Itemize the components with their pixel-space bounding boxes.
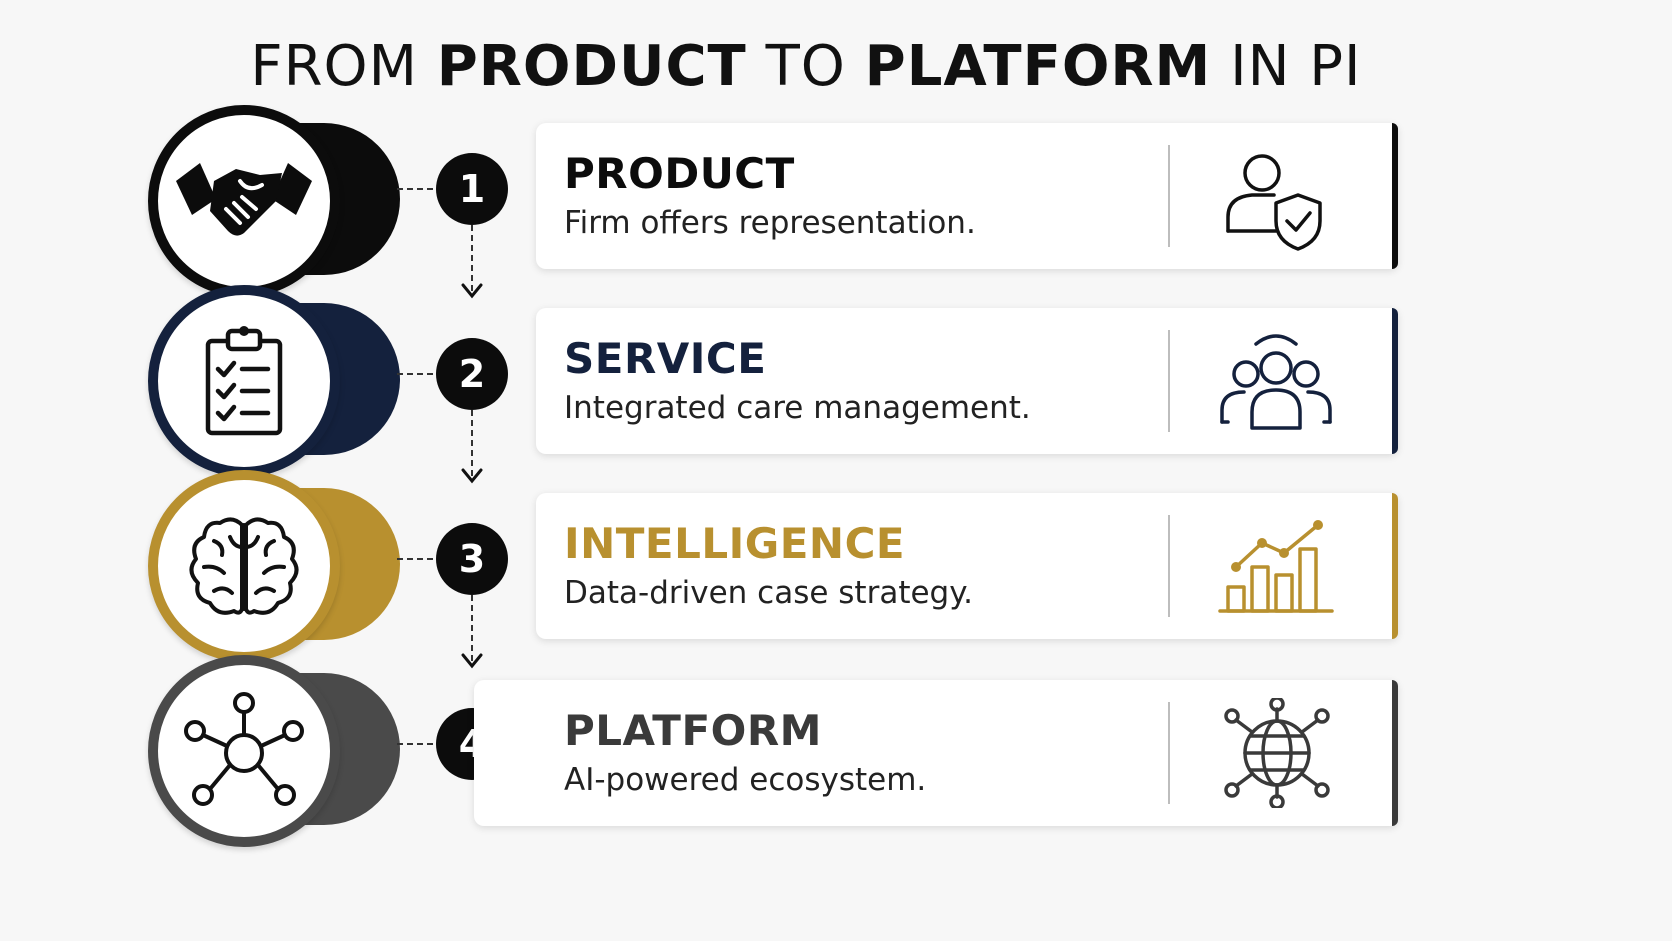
title-part-5: IN PI — [1211, 34, 1362, 99]
stage-3-description: Data-driven case strategy. — [564, 575, 974, 611]
stage-3-heading: INTELLIGENCE — [564, 519, 906, 568]
stage-3-circle — [148, 470, 340, 662]
stage-2-heading: SERVICE — [564, 334, 767, 383]
stage-2-description: Integrated care management. — [564, 390, 1031, 426]
stage-1-divider — [1168, 145, 1170, 247]
connector-arrow-2-3 — [471, 410, 473, 476]
stage-4-card: PLATFORM AI-powered ecosystem. — [474, 680, 1398, 826]
stage-3-divider — [1168, 515, 1170, 617]
arrowhead-2-3 — [461, 468, 483, 484]
title-part-1: FROM — [250, 34, 437, 99]
stage-1-circle — [148, 105, 340, 297]
network-hub-icon — [184, 692, 304, 806]
stage-2-circle — [148, 285, 340, 477]
stage-1-accent — [1392, 123, 1398, 269]
connector-arrow-3-4 — [471, 595, 473, 661]
handshake-icon — [176, 163, 312, 236]
stage-4-circle — [148, 655, 340, 847]
stage-1-number: 1 — [436, 153, 508, 225]
clipboard-checklist-icon — [205, 326, 283, 436]
title-part-2: PRODUCT — [436, 34, 747, 99]
connector-arrow-1-2 — [471, 225, 473, 291]
stage-4-connector — [397, 743, 443, 745]
globe-network-icon — [1224, 698, 1330, 808]
stage-3-card: INTELLIGENCE Data-driven case strategy. — [536, 493, 1398, 639]
stage-3-connector — [397, 558, 443, 560]
page-title: FROM PRODUCT TO PLATFORM IN PI — [0, 34, 1612, 99]
arrowhead-3-4 — [461, 653, 483, 669]
stage-1-connector — [397, 188, 443, 190]
stage-4-divider — [1168, 702, 1170, 804]
stage-1-description: Firm offers representation. — [564, 205, 976, 241]
brain-icon — [189, 517, 299, 615]
stage-4-description: AI-powered ecosystem. — [564, 762, 927, 798]
stage-3-accent — [1392, 493, 1398, 639]
stage-3-number: 3 — [436, 523, 508, 595]
stage-1-heading: PRODUCT — [564, 149, 795, 198]
stage-2-accent — [1392, 308, 1398, 454]
stage-4-accent — [1392, 680, 1398, 826]
title-part-3: TO — [746, 34, 865, 99]
stage-2-number: 2 — [436, 338, 508, 410]
stage-2-connector — [397, 373, 443, 375]
user-shield-icon — [1226, 154, 1322, 251]
title-part-4: PLATFORM — [864, 34, 1212, 99]
stage-4-heading: PLATFORM — [564, 706, 822, 755]
arrowhead-1-2 — [461, 283, 483, 299]
stage-1-card: PRODUCT Firm offers representation. — [536, 123, 1398, 269]
stage-2-divider — [1168, 330, 1170, 432]
stage-2-card: SERVICE Integrated care management. — [536, 308, 1398, 454]
growth-chart-icon — [1218, 520, 1334, 613]
group-users-icon — [1220, 334, 1332, 430]
